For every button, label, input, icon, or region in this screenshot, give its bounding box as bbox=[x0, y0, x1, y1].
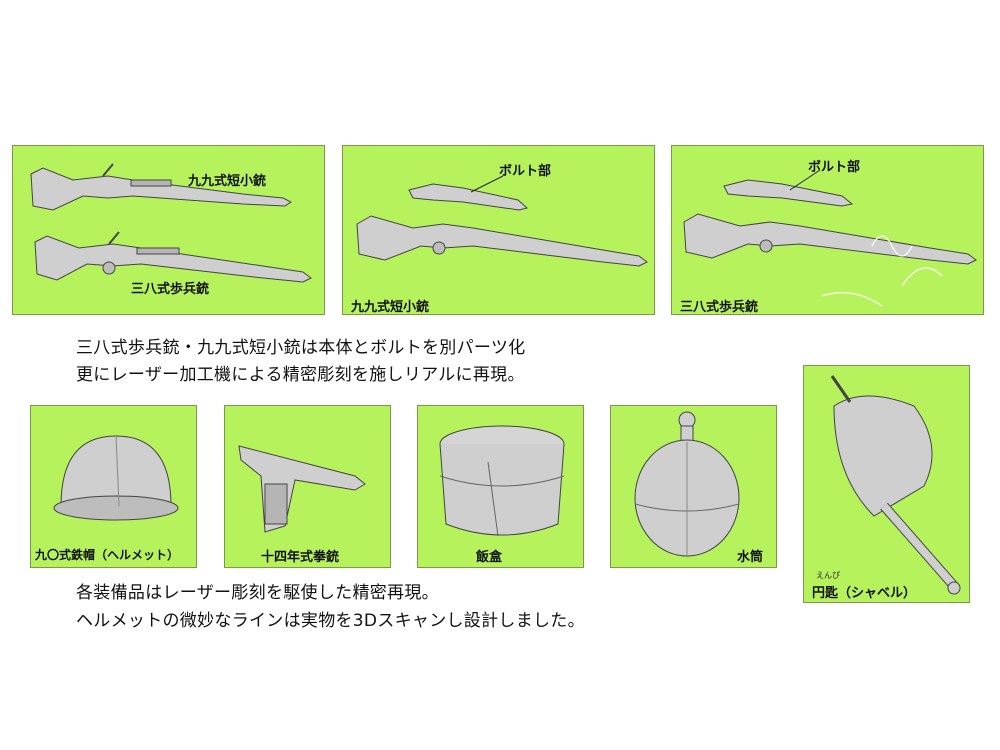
type99-panel: ボルト部 九九式短小銃 bbox=[342, 145, 655, 315]
bolt-callout: ボルト部 bbox=[499, 164, 552, 179]
label-helmet: 九〇式鉄帽（ヘルメット） bbox=[35, 548, 180, 562]
label-type38-rifle: 三八式歩兵銃 bbox=[131, 282, 210, 297]
caption-top-line1: 三八式歩兵銃・九九式短小銃は本体とボルトを別パーツ化 bbox=[76, 338, 526, 358]
pistol-icon bbox=[238, 445, 366, 533]
mess-kit-icon bbox=[439, 425, 565, 537]
shovel-panel: えんぴ 円匙（シャベル） bbox=[803, 365, 970, 603]
helmet-panel: 九〇式鉄帽（ヘルメット） bbox=[30, 405, 197, 568]
rifles-panel: 九九式短小銃 三八式歩兵銃 bbox=[12, 145, 325, 315]
label-canteen: 水筒 bbox=[737, 550, 764, 565]
caption-bottom-line1: 各装備品はレーザー彫刻を駆使した精密再現。 bbox=[76, 583, 439, 603]
canteen-icon bbox=[634, 411, 740, 557]
type38-panel: ボルト部 三八式歩兵銃 bbox=[671, 145, 984, 315]
rifles-illustration bbox=[30, 163, 312, 283]
caption-top-line2: 更にレーザー加工機による精密彫刻を施しリアルに再現。 bbox=[76, 365, 525, 385]
shovel-ruby: えんぴ bbox=[816, 571, 840, 580]
pistol-panel: 十四年式拳銃 bbox=[224, 405, 391, 568]
type99-illustration bbox=[356, 175, 648, 267]
canteen-panel: 水筒 bbox=[610, 405, 777, 568]
shovel-icon bbox=[830, 375, 961, 595]
mess-kit-panel: 飯盒 bbox=[417, 405, 584, 568]
caption-bottom-line2: ヘルメットの微妙なラインは実物を3Dスキャンし設計しました。 bbox=[76, 611, 585, 631]
helmet-icon bbox=[53, 435, 179, 521]
label-shovel: 円匙（シャベル） bbox=[812, 586, 917, 601]
label-pistol: 十四年式拳銃 bbox=[261, 550, 340, 565]
label-type99: 九九式短小銃 bbox=[351, 300, 430, 315]
label-type99-rifle: 九九式短小銃 bbox=[188, 174, 267, 189]
label-mess-kit: 飯盒 bbox=[476, 550, 503, 565]
bolt-callout-38: ボルト部 bbox=[808, 160, 861, 175]
label-type38: 三八式歩兵銃 bbox=[680, 300, 759, 315]
type38-illustration bbox=[683, 169, 977, 307]
